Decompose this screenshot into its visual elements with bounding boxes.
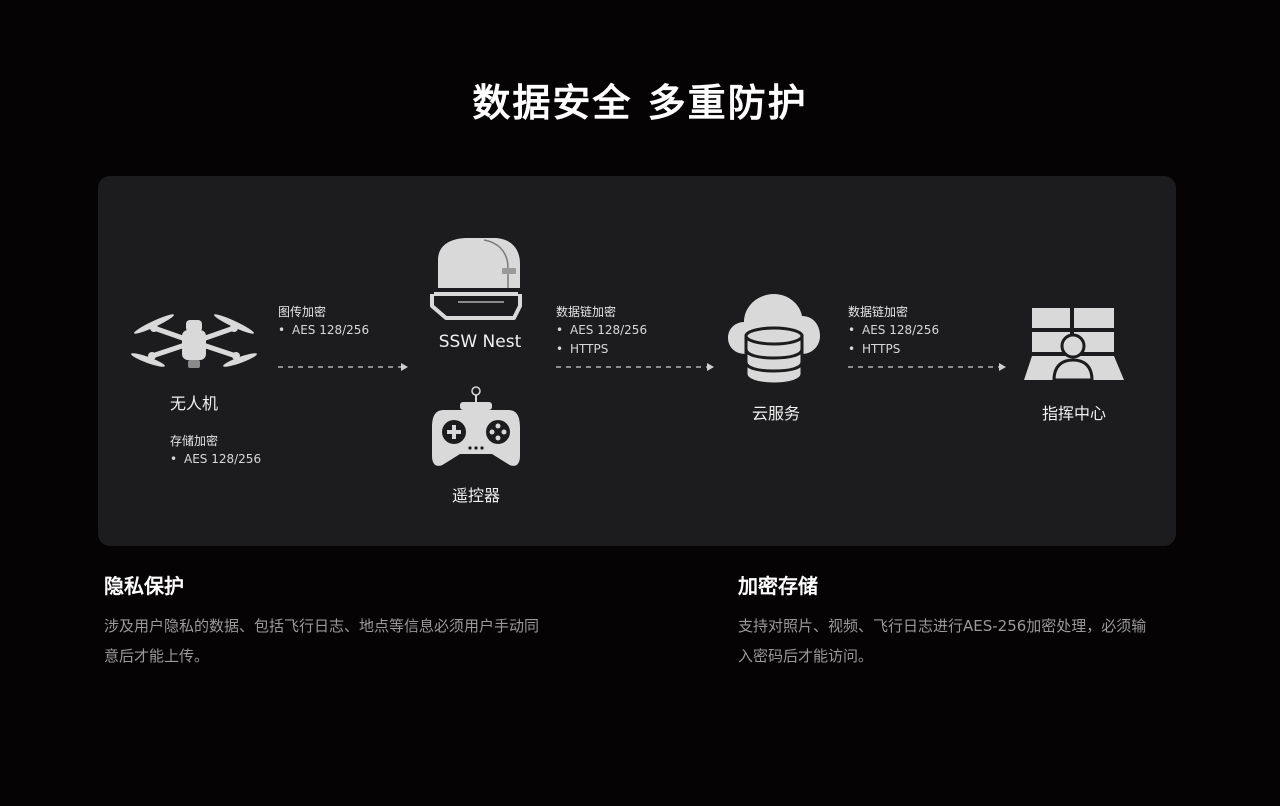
- diagram-panel: 无人机 存储加密 AES 128/256 图传加密 AES 128/256 SS…: [98, 176, 1176, 546]
- arrow-drone-to-nest: [278, 363, 408, 371]
- command-label: 指挥中心: [1041, 404, 1106, 423]
- arrow-cloud-to-command: [848, 363, 1006, 371]
- spec-datalink-nest-cloud: 数据链加密 AES 128/256 HTTPS: [556, 303, 647, 359]
- spec-drone-storage: 存储加密 AES 128/256: [170, 432, 261, 469]
- arrow-nest-to-cloud: [556, 363, 714, 371]
- command-center-icon: [1024, 308, 1124, 382]
- privacy-body: 涉及用户隐私的数据、包括飞行日志、地点等信息必须用户手动同意后才能上传。: [104, 617, 540, 665]
- privacy-title: 隐私保护: [104, 574, 184, 598]
- nest-icon: [430, 238, 522, 320]
- spec-item: AES 128/256: [848, 321, 939, 340]
- spec-title: 数据链加密: [848, 305, 909, 319]
- cloud-label: 云服务: [751, 404, 800, 423]
- spec-datalink-cloud-command: 数据链加密 AES 128/256 HTTPS: [848, 303, 939, 359]
- drone-icon: [131, 314, 257, 368]
- drone-label: 无人机: [169, 394, 218, 413]
- remote-controller-icon: [432, 386, 520, 466]
- spec-image-transmission: 图传加密 AES 128/256: [278, 303, 369, 340]
- spec-item: HTTPS: [556, 340, 647, 359]
- spec-item: AES 128/256: [556, 321, 647, 340]
- spec-item: HTTPS: [848, 340, 939, 359]
- storage-body: 支持对照片、视频、飞行日志进行AES-256加密处理，必须输入密码后才能访问。: [738, 617, 1147, 665]
- nest-label: SSW Nest: [438, 332, 522, 352]
- storage-title: 加密存储: [738, 574, 818, 598]
- spec-title: 存储加密: [170, 434, 219, 448]
- remote-label: 遥控器: [451, 486, 500, 505]
- spec-item: AES 128/256: [278, 321, 369, 340]
- page-title: 数据安全 多重防护: [472, 81, 808, 125]
- spec-title: 数据链加密: [556, 305, 617, 319]
- spec-title: 图传加密: [278, 305, 327, 319]
- cloud-server-icon: [728, 294, 820, 384]
- spec-item: AES 128/256: [170, 450, 261, 469]
